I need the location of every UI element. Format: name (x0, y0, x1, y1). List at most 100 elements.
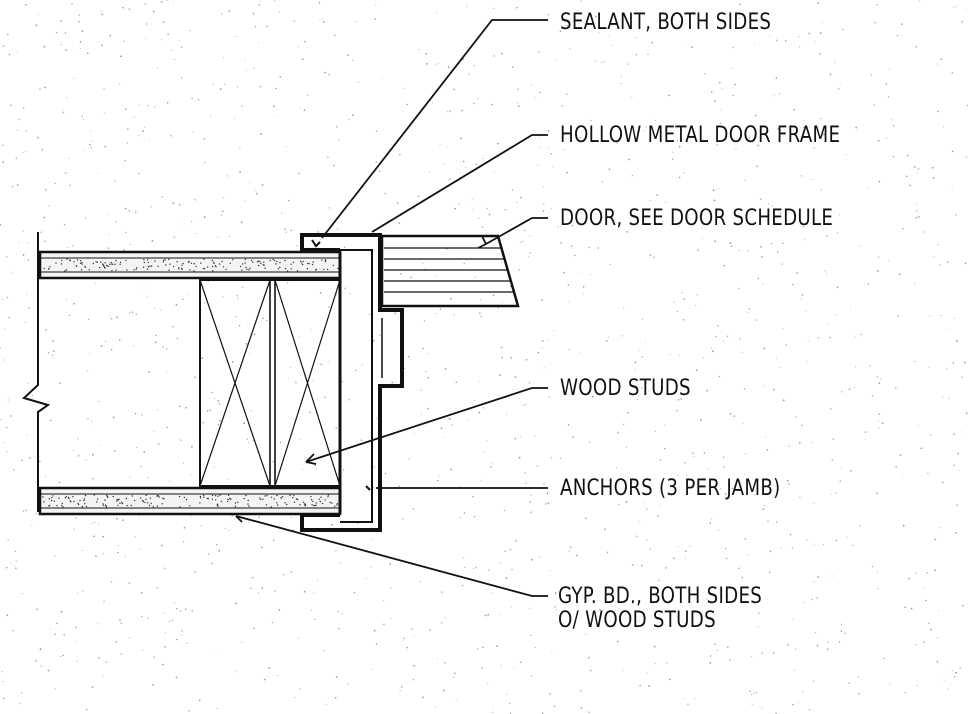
texture-dot (203, 138, 206, 140)
texture-dot (477, 98, 479, 100)
texture-dot (82, 590, 84, 592)
texture-dot (145, 37, 147, 39)
texture-dot (459, 137, 462, 140)
texture-dot (372, 339, 375, 342)
texture-dot (537, 164, 539, 166)
texture-dot (546, 492, 549, 495)
texture-dot (103, 600, 105, 603)
texture-dot (194, 571, 196, 573)
texture-dot (102, 676, 104, 678)
gypsum-texture-dot (104, 499, 106, 501)
texture-dot (535, 96, 537, 98)
texture-dot (789, 138, 791, 139)
texture-dot (598, 32, 600, 34)
texture-dot (181, 630, 183, 632)
texture-dot (738, 287, 740, 289)
texture-dot (281, 212, 283, 214)
texture-dot (129, 476, 131, 478)
texture-dot (897, 315, 899, 317)
texture-dot (180, 634, 182, 636)
texture-dot (937, 244, 939, 246)
texture-dot (822, 544, 824, 546)
texture-dot (850, 470, 852, 472)
texture-dot (711, 518, 713, 520)
gypsum-texture-dot (304, 503, 307, 505)
gypsum-texture-dot (182, 262, 184, 265)
texture-dot (806, 129, 808, 131)
texture-dot (271, 621, 274, 624)
texture-dot (965, 156, 968, 158)
texture-dot (761, 652, 763, 654)
gypsum-texture-dot (312, 500, 314, 503)
texture-dot (769, 550, 772, 553)
texture-dot (251, 576, 254, 579)
texture-dot (90, 147, 92, 149)
gypsum-texture-dot (237, 501, 239, 503)
texture-dot (63, 223, 66, 226)
texture-dot (366, 578, 368, 580)
gypsum-texture-dot (214, 495, 217, 497)
texture-dot (170, 135, 172, 137)
texture-dot (81, 549, 83, 551)
gypsum-texture-dot (183, 496, 186, 499)
gypsum-texture-dot (308, 263, 310, 265)
texture-dot (172, 202, 175, 205)
texture-dot (551, 457, 553, 459)
gypsum-texture-dot (321, 259, 323, 261)
texture-dot (487, 613, 490, 616)
texture-dot (435, 313, 437, 315)
texture-dot (831, 575, 833, 577)
texture-dot (291, 417, 293, 419)
gypsum-texture-dot (131, 495, 133, 497)
texture-dot (339, 562, 342, 564)
texture-dot (677, 546, 679, 548)
texture-dot (488, 213, 491, 216)
texture-dot (53, 357, 54, 359)
texture-dot (623, 423, 625, 425)
texture-dot (91, 420, 93, 422)
gypsum-texture-dot (66, 258, 68, 260)
texture-dot (788, 483, 790, 485)
texture-dot (496, 142, 499, 145)
texture-dot (732, 94, 735, 97)
texture-dot (948, 397, 950, 399)
texture-dot (261, 184, 264, 186)
texture-dot (880, 378, 882, 380)
gypsum-texture-dot (230, 498, 232, 500)
texture-dot (432, 102, 434, 104)
texture-dot (284, 228, 286, 230)
gypsum-texture-dot (152, 506, 154, 508)
gypsum-texture-dot (215, 266, 217, 268)
texture-dot (517, 102, 519, 104)
texture-dot (561, 105, 563, 107)
gypsum-texture-dot (211, 494, 214, 497)
texture-dot (606, 551, 609, 554)
texture-dot (731, 487, 733, 490)
texture-dot (482, 452, 484, 453)
texture-dot (582, 293, 584, 295)
texture-dot (161, 663, 164, 666)
texture-dot (372, 487, 374, 489)
texture-dot (4, 328, 6, 330)
texture-dot (371, 668, 373, 670)
texture-dot (113, 450, 116, 452)
texture-dot (440, 427, 443, 430)
gypsum-texture-dot (307, 262, 309, 265)
texture-dot (124, 207, 127, 210)
texture-dot (936, 660, 939, 663)
texture-dot (826, 235, 828, 237)
texture-dot (942, 481, 944, 484)
texture-dot (81, 115, 83, 118)
texture-dot (427, 353, 429, 355)
texture-dot (942, 126, 944, 128)
door-leaf (380, 234, 520, 308)
gypsum-texture-dot (334, 505, 336, 507)
texture-dot (147, 105, 149, 107)
gypsum-texture-dot (190, 262, 193, 265)
texture-dot (844, 632, 846, 634)
gypsum-texture-dot (292, 497, 294, 499)
texture-dot (215, 650, 217, 652)
texture-dot (878, 382, 881, 385)
texture-dot (94, 521, 96, 523)
texture-dot (748, 137, 751, 139)
